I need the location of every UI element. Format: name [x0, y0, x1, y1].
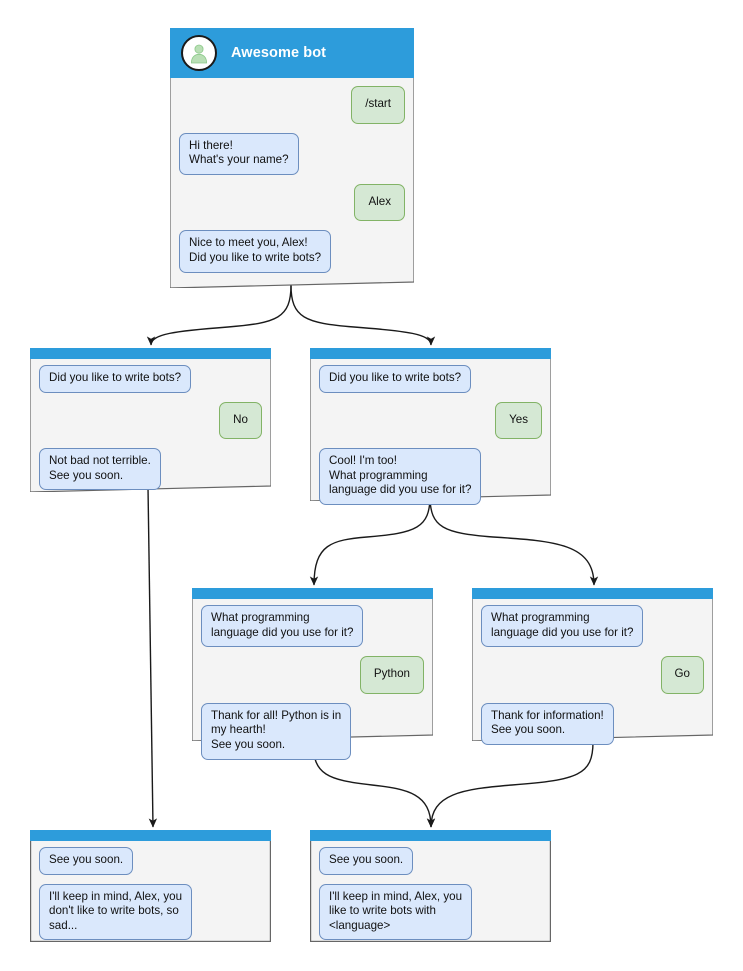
bot-bubble: I'll keep in mind, Alex, you like to wri… — [319, 883, 473, 941]
message-row: Alex — [179, 183, 405, 222]
root-card-messages: /start Hi there! What's your name? Alex … — [170, 86, 414, 282]
bot-bubble: I'll keep in mind, Alex, you don't like … — [39, 883, 193, 941]
message-row: Cool! I'm too! What programming language… — [319, 448, 542, 505]
branch-no-card[interactable]: Did you like to write bots? No Not bad n… — [30, 348, 271, 492]
connector-go-to-end-happy — [426, 741, 594, 828]
bot-header: Awesome bot — [170, 28, 414, 78]
connector-no-to-end-sad — [147, 486, 158, 828]
bot-bubble: See you soon. — [39, 847, 134, 875]
message-row: See you soon. — [319, 847, 542, 875]
branch-python-messages: What programming language did you use fo… — [192, 605, 433, 769]
message-row: Go — [481, 656, 704, 694]
message-row: Thank for all! Python is in my hearth! S… — [201, 702, 424, 760]
message-row: What programming language did you use fo… — [201, 605, 424, 648]
message-row: No — [39, 401, 262, 440]
bot-bubble: Cool! I'm too! What programming language… — [319, 448, 482, 505]
message-row: Python — [201, 656, 424, 694]
connector-root-to-yes — [290, 284, 436, 346]
branch-go-card[interactable]: What programming language did you use fo… — [472, 588, 713, 745]
user-bubble: Alex — [354, 183, 405, 222]
message-row: Not bad not terrible. See you soon. — [39, 448, 262, 491]
bot-bubble: See you soon. — [319, 847, 414, 875]
message-row: Did you like to write bots? — [39, 365, 262, 393]
user-bubble: Yes — [495, 401, 542, 440]
message-row: See you soon. — [39, 847, 262, 875]
end-happy-card[interactable]: See you soon. I'll keep in mind, Alex, y… — [310, 830, 551, 942]
branch-no-messages: Did you like to write bots? No Not bad n… — [30, 365, 271, 499]
bot-name-title: Awesome bot — [231, 45, 327, 61]
message-row: Nice to meet you, Alex! Did you like to … — [179, 230, 405, 273]
message-row: Thank for information! See you soon. — [481, 702, 704, 745]
end-sad-messages: See you soon. I'll keep in mind, Alex, y… — [30, 847, 271, 949]
bot-bubble: Did you like to write bots? — [39, 365, 192, 393]
user-bubble: Python — [359, 656, 424, 694]
end-happy-messages: See you soon. I'll keep in mind, Alex, y… — [310, 847, 551, 949]
message-row: I'll keep in mind, Alex, you like to wri… — [319, 883, 542, 941]
root-card[interactable]: Awesome bot /start Hi there! What's your… — [170, 28, 414, 288]
user-bubble: Go — [660, 656, 704, 694]
bot-bubble: What programming language did you use fo… — [201, 605, 364, 648]
message-row: /start — [179, 86, 405, 124]
branch-python-card[interactable]: What programming language did you use fo… — [192, 588, 433, 760]
bot-bubble: What programming language did you use fo… — [481, 605, 644, 648]
bot-bubble: Not bad not terrible. See you soon. — [39, 448, 161, 491]
bot-bubble: Hi there! What's your name? — [179, 132, 299, 175]
message-row: I'll keep in mind, Alex, you don't like … — [39, 883, 262, 941]
connector-root-to-no — [146, 284, 292, 346]
branch-go-messages: What programming language did you use fo… — [472, 605, 713, 754]
end-sad-card[interactable]: See you soon. I'll keep in mind, Alex, y… — [30, 830, 271, 942]
message-row: Yes — [319, 401, 542, 440]
bot-bubble: Thank for all! Python is in my hearth! S… — [201, 702, 352, 760]
user-bubble: No — [219, 401, 262, 440]
message-row: Hi there! What's your name? — [179, 132, 405, 175]
bot-bubble: Nice to meet you, Alex! Did you like to … — [179, 230, 332, 273]
message-row: Did you like to write bots? — [319, 365, 542, 393]
branch-yes-messages: Did you like to write bots? Yes Cool! I'… — [310, 365, 551, 514]
bot-bubble: Did you like to write bots? — [319, 365, 472, 393]
message-row: What programming language did you use fo… — [481, 605, 704, 648]
bot-bubble: Thank for information! See you soon. — [481, 702, 614, 745]
person-avatar-icon — [181, 35, 217, 71]
branch-yes-card[interactable]: Did you like to write bots? Yes Cool! I'… — [310, 348, 551, 505]
user-bubble: /start — [351, 86, 405, 124]
